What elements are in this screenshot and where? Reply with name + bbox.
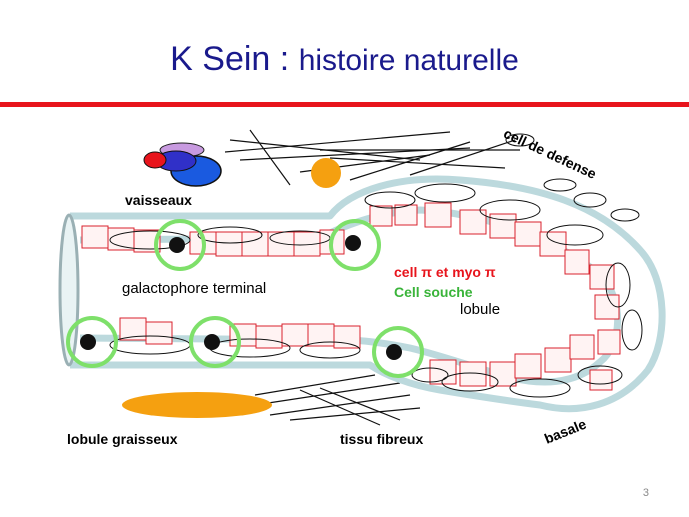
label-cell-pi: cell π et myo π (394, 264, 496, 280)
fibrous-lines-bottom (255, 375, 420, 425)
fibrous-lines-top (225, 130, 520, 185)
label-vaisseaux: vaisseaux (125, 192, 192, 208)
label-lobule-graisseux: lobule graisseux (67, 431, 177, 447)
label-galactophore: galactophore terminal (122, 280, 266, 297)
fat-lobule-icon (122, 392, 272, 418)
label-lobule: lobule (460, 301, 500, 318)
vessels-icon (144, 143, 221, 186)
page-number: 3 (643, 487, 649, 499)
label-tissu-fibreux: tissu fibreux (340, 431, 423, 447)
orange-cell-icon (311, 158, 341, 188)
label-cell-souche: Cell souche (394, 284, 473, 300)
